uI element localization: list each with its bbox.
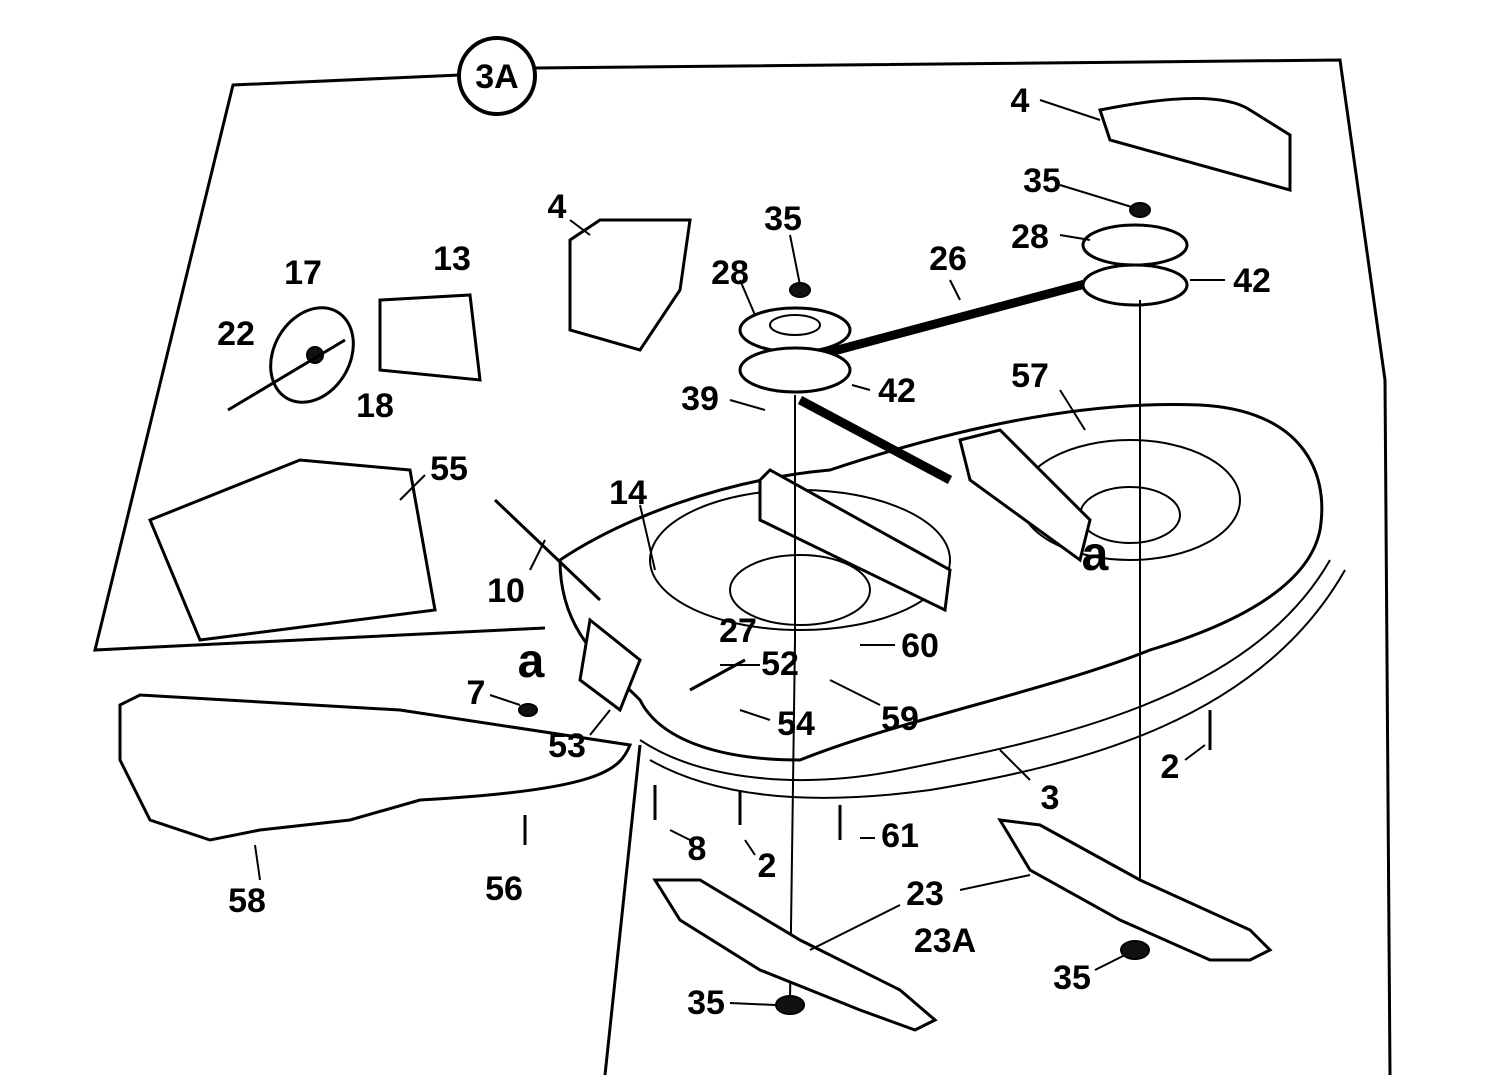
callout: 2 xyxy=(1161,748,1180,786)
callout: 57 xyxy=(1011,357,1049,395)
pulley-right-upper xyxy=(1081,223,1189,267)
idler-bracket xyxy=(378,293,482,382)
deck-bracket-left xyxy=(758,468,952,613)
blade-nut-right xyxy=(1120,940,1150,960)
callout: 35 xyxy=(1023,162,1061,200)
callout: 55 xyxy=(430,450,468,488)
blade-nut-left xyxy=(775,995,805,1015)
callout: 42 xyxy=(878,372,916,410)
blade-left xyxy=(652,878,938,1032)
callout: 4 xyxy=(1011,82,1030,120)
deck-bracket-right xyxy=(958,428,1092,563)
section-id: 3A xyxy=(475,58,518,96)
spring xyxy=(578,617,642,713)
belt-cover-right xyxy=(1098,97,1292,192)
callout: 7 xyxy=(467,674,486,712)
callout: 53 xyxy=(548,727,586,765)
callout: 2 xyxy=(758,847,777,885)
deck-rim xyxy=(649,569,1346,799)
callout: 28 xyxy=(1011,218,1049,256)
bolts xyxy=(518,703,1212,845)
callout: 54 xyxy=(777,705,815,743)
callout: 35 xyxy=(764,200,802,238)
callout: 22 xyxy=(217,315,255,353)
callout: 56 xyxy=(485,870,523,908)
pulley-right-lower xyxy=(1081,263,1189,307)
callout: 58 xyxy=(228,882,266,920)
callout: 17 xyxy=(284,254,322,292)
callout: 23A xyxy=(914,922,976,960)
discharge-chute xyxy=(148,458,437,642)
section-frame-right xyxy=(534,58,1392,1075)
left-spindle-opening xyxy=(729,554,871,626)
callout: 39 xyxy=(681,380,719,418)
callout: 18 xyxy=(356,387,394,425)
idler-bolt xyxy=(227,338,346,412)
callout: 10 xyxy=(487,572,525,610)
leader-lines xyxy=(254,99,1225,1006)
callout: 28 xyxy=(711,254,749,292)
callout: 23 xyxy=(906,875,944,913)
callout: 14 xyxy=(609,474,647,512)
nut xyxy=(789,282,811,298)
deck-rod xyxy=(493,498,602,602)
reference-mark: a xyxy=(518,635,545,688)
deflector-shield xyxy=(118,693,633,842)
pulley-left-lower xyxy=(738,346,852,394)
callout: 13 xyxy=(433,240,471,278)
callout: 61 xyxy=(881,817,919,855)
section-badge xyxy=(457,36,537,116)
callout: 35 xyxy=(1053,959,1091,997)
callout: 35 xyxy=(687,984,725,1022)
callout-labels: 4 35 28 26 42 4 35 28 13 17 22 18 42 39 … xyxy=(217,82,1271,1022)
belt-cover-left xyxy=(568,218,692,352)
reference-mark: a xyxy=(1082,528,1109,581)
pulley-hub xyxy=(769,314,821,336)
callout: 52 xyxy=(761,645,799,683)
nut xyxy=(1129,202,1151,218)
callout: 3 xyxy=(1041,779,1060,817)
callout: 27 xyxy=(719,612,757,650)
callout: 8 xyxy=(688,830,707,868)
callout: 42 xyxy=(1233,262,1271,300)
section-frame xyxy=(93,73,546,652)
drive-belt xyxy=(798,275,1102,365)
blade-right xyxy=(997,818,1273,962)
callout: 4 xyxy=(548,188,567,226)
section-frame-lower xyxy=(603,744,642,1075)
deck-skirt xyxy=(639,559,1331,781)
callout: 59 xyxy=(881,700,919,738)
callout: 26 xyxy=(929,240,967,278)
callout: 60 xyxy=(901,627,939,665)
drive-belt-return xyxy=(797,396,953,484)
